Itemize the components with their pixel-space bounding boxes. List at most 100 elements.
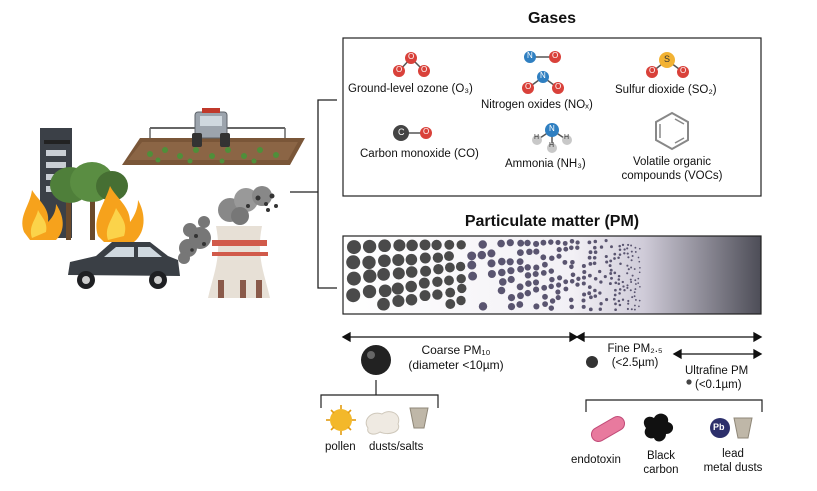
pm-particle xyxy=(420,265,432,277)
atom-o: O xyxy=(680,66,687,75)
voc-label: Volatile organic compounds (VOCs) xyxy=(612,155,732,183)
pm-particle xyxy=(623,248,626,251)
pm-particle xyxy=(631,296,634,299)
pm-particle xyxy=(506,258,514,266)
pm-particle xyxy=(516,301,524,308)
lead-line1: lead xyxy=(722,448,744,460)
fine-pm-line2: (<2.5µm) xyxy=(611,357,659,369)
pm-particle xyxy=(634,246,637,249)
source-bracket xyxy=(290,99,337,289)
pm-particle xyxy=(638,271,641,274)
atom-n: N xyxy=(527,51,533,60)
pm-particle xyxy=(629,289,632,292)
pm-particle xyxy=(622,285,625,288)
black-carbon-line2: carbon xyxy=(643,464,679,476)
pm-particle xyxy=(555,289,561,295)
pm-particle xyxy=(478,240,487,249)
pm-particle xyxy=(604,239,608,243)
pm-particle xyxy=(569,264,574,270)
pm-particle xyxy=(592,261,597,266)
pm-particle xyxy=(626,272,629,275)
pm-particle xyxy=(570,272,576,278)
pm-particle xyxy=(516,249,524,257)
atom-o: O xyxy=(555,82,562,91)
pm-particle xyxy=(593,277,598,281)
pm-particle xyxy=(581,263,586,269)
voc-label-line2: compounds (VOCs) xyxy=(621,170,723,182)
atom-h: H xyxy=(534,134,540,141)
pm-particle xyxy=(456,274,466,284)
trees-icon xyxy=(50,162,128,240)
pm-particle xyxy=(626,252,629,255)
gases-title: Gases xyxy=(527,10,577,27)
pm-particle xyxy=(593,250,598,254)
pm-particle xyxy=(575,282,580,287)
pm-particle xyxy=(524,239,531,247)
pm-particle xyxy=(613,293,617,297)
pm-particle xyxy=(524,289,532,297)
pm-particle xyxy=(378,239,391,253)
atom-n: N xyxy=(549,124,555,133)
pm-particle xyxy=(487,259,496,268)
fine-examples-bracket xyxy=(585,399,763,412)
pm-particle xyxy=(638,260,641,263)
pm-particle xyxy=(619,262,622,266)
pm-particle xyxy=(391,282,404,295)
pm-particle xyxy=(626,286,629,289)
pm-particle xyxy=(548,239,554,245)
pm-particle xyxy=(377,297,390,311)
pm-particle xyxy=(555,295,561,301)
pm-particle xyxy=(563,286,569,292)
atom-o: O xyxy=(396,65,403,74)
pm-particle xyxy=(609,259,613,263)
pm-particle xyxy=(406,239,418,252)
pm-particle xyxy=(633,295,636,298)
pm-particle xyxy=(587,291,592,296)
pm-particle xyxy=(587,285,592,289)
pm-particle xyxy=(604,254,608,259)
pm-particle xyxy=(581,281,586,286)
pm-particle xyxy=(599,245,604,249)
pm-particle xyxy=(516,258,524,266)
pm-particle xyxy=(445,287,456,298)
pm-particle xyxy=(639,266,641,269)
power-plant-icon xyxy=(208,226,270,298)
voc-benzene-ring-icon xyxy=(655,111,689,151)
pm-particle xyxy=(444,251,454,262)
endotoxin-label: endotoxin xyxy=(571,454,621,466)
pm-particle xyxy=(548,305,555,311)
atom-o: O xyxy=(525,82,532,91)
pm-particle xyxy=(630,259,633,262)
pm-particle xyxy=(610,245,613,249)
pm-particle xyxy=(618,303,622,307)
atom-o: O xyxy=(552,51,559,60)
pm-particle xyxy=(634,288,637,291)
pm-particle xyxy=(575,240,580,245)
pm-particle xyxy=(599,280,603,284)
pm-particle xyxy=(542,301,548,307)
pm-particle xyxy=(621,298,625,301)
pm-particle xyxy=(533,286,540,293)
voc-label-line1: Volatile organic xyxy=(633,156,711,168)
pm-particle xyxy=(638,247,641,250)
pm-particle xyxy=(563,279,569,285)
wildfire-icon xyxy=(22,186,144,242)
pm-particle xyxy=(614,281,618,285)
pm-particle xyxy=(634,298,637,301)
pm-particle xyxy=(588,262,593,266)
pm-particle xyxy=(542,261,548,268)
pm-particle xyxy=(575,245,580,250)
pm-particle xyxy=(419,290,431,302)
pm-particle xyxy=(549,298,556,304)
pm-particle xyxy=(377,268,390,281)
pm-particle xyxy=(617,278,621,281)
pm-particle xyxy=(633,268,636,270)
pm-particle xyxy=(506,239,514,247)
atom-o: O xyxy=(408,52,415,61)
pm-particle xyxy=(587,240,592,245)
pm-particle xyxy=(556,253,562,259)
pm-particle xyxy=(487,269,496,279)
pm-particle xyxy=(563,246,569,252)
pm-particle xyxy=(532,270,539,278)
pm-particle xyxy=(598,269,602,274)
